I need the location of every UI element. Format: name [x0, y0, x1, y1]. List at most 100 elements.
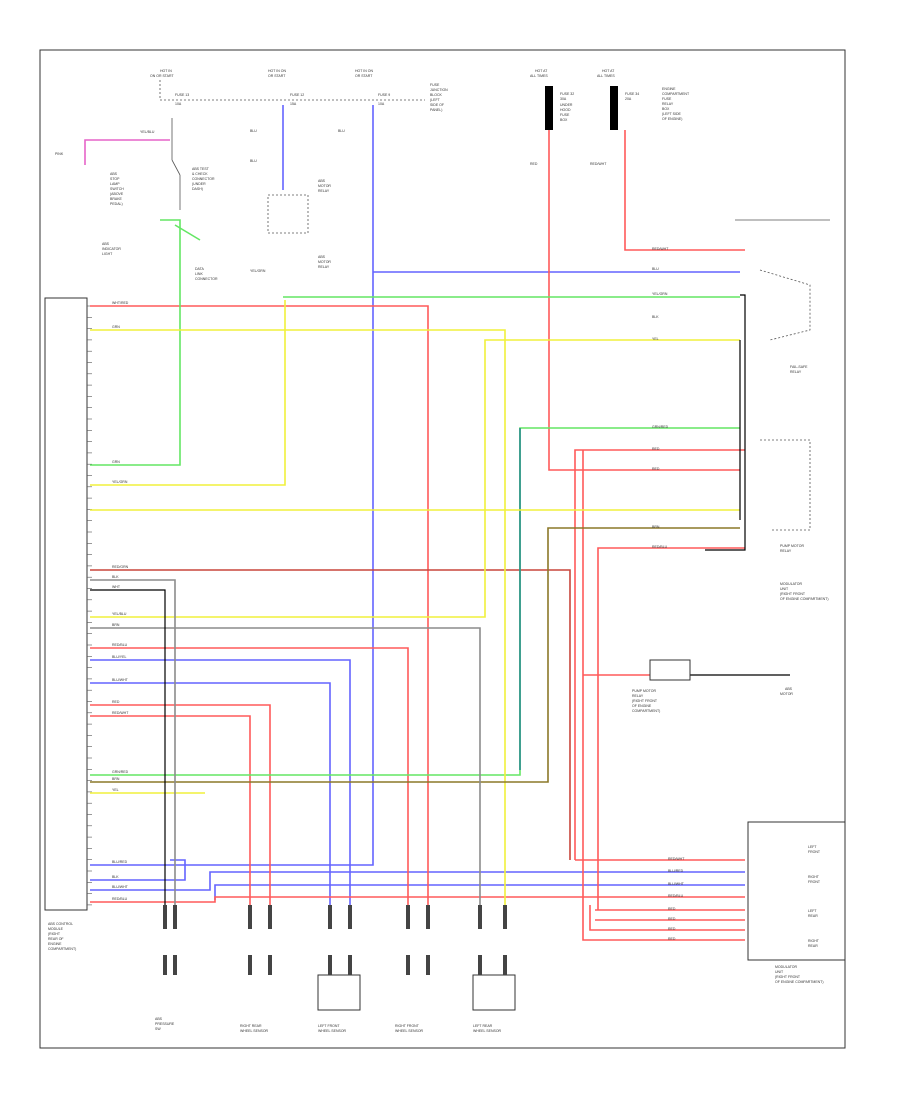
svg-text:BRAKE: BRAKE [110, 197, 123, 201]
svg-text:BLU: BLU [250, 129, 257, 133]
svg-text:PUMP MOTOR: PUMP MOTOR [632, 689, 656, 693]
svg-text:RIGHT: RIGHT [808, 875, 820, 879]
connector-mark [478, 955, 482, 975]
svg-text:PUMP MOTOR: PUMP MOTOR [780, 544, 804, 548]
sensor-connector-marks [163, 905, 507, 975]
svg-text:CONNECTOR: CONNECTOR [195, 277, 218, 281]
svg-text:(LEFT SIDE: (LEFT SIDE [662, 112, 681, 116]
svg-text:RED/BLU: RED/BLU [112, 897, 128, 901]
wire-gray-2 [90, 627, 481, 905]
svg-text:FAIL-SAFE: FAIL-SAFE [790, 365, 808, 369]
wire-red-top [90, 305, 429, 905]
connector-mark [248, 905, 252, 929]
wire-green-1 [90, 219, 181, 466]
svg-text:RELAY: RELAY [318, 265, 330, 269]
svg-text:(RIGHT FRONT: (RIGHT FRONT [632, 699, 658, 703]
wire-red-fuse4 [548, 130, 740, 471]
svg-text:ABS CONTROL: ABS CONTROL [48, 922, 73, 926]
sensor-label-left-rear: LEFT REAR WHEEL SENSOR [473, 1024, 502, 1033]
wire-red-right5 [589, 905, 745, 931]
svg-text:OR START: OR START [355, 74, 373, 78]
svg-text:RELAY: RELAY [632, 694, 644, 698]
svg-text:(LEFT: (LEFT [430, 98, 441, 102]
wire-black-right [705, 294, 746, 551]
svg-text:INDICATOR: INDICATOR [102, 247, 121, 251]
svg-text:RELAY: RELAY [780, 549, 792, 553]
connector-mark [478, 905, 482, 929]
svg-text:FRONT: FRONT [808, 880, 821, 884]
svg-text:10A: 10A [175, 102, 182, 106]
abs-motor-relay-note: ABS MOTOR RELAY ABS MOTOR RELAY [318, 179, 331, 269]
connector-mark [328, 955, 332, 975]
svg-text:YEL/GRN: YEL/GRN [652, 292, 668, 296]
svg-text:LINK: LINK [195, 272, 203, 276]
svg-text:RIGHT REAR: RIGHT REAR [240, 1024, 262, 1028]
svg-text:LEFT FRONT: LEFT FRONT [318, 1024, 340, 1028]
connector-mark [173, 905, 177, 929]
svg-text:RED: RED [652, 447, 660, 451]
fail-safe-relay-outline [760, 439, 811, 531]
svg-text:RED/BLU: RED/BLU [668, 894, 684, 898]
abs-motor-relay-outline [759, 269, 811, 341]
sensor-box-left-rear [472, 974, 516, 1011]
svg-text:OF ENGINE COMPARTMENT): OF ENGINE COMPARTMENT) [775, 980, 823, 984]
data-link-note: DATA LINK CONNECTOR [195, 267, 218, 281]
sensor-label-right-rear: RIGHT REAR WHEEL SENSOR [240, 1024, 269, 1033]
svg-text:COMPARTMENT: COMPARTMENT [662, 92, 690, 96]
svg-text:MOTOR: MOTOR [318, 184, 331, 188]
svg-text:LIGHT: LIGHT [102, 252, 113, 256]
wire-blue-mid2 [90, 682, 331, 905]
svg-text:WHEEL SENSOR: WHEEL SENSOR [395, 1029, 424, 1033]
connector-mark [426, 905, 430, 929]
svg-text:FUSE 13: FUSE 13 [175, 93, 189, 97]
svg-text:MODULE: MODULE [48, 927, 64, 931]
modulator-unit-bottom-label: MODULATOR UNIT (RIGHT FRONT OF ENGINE CO… [775, 965, 823, 984]
abs-indicator-note: ABS INDICATOR LIGHT [102, 242, 121, 256]
svg-text:LEFT: LEFT [808, 909, 817, 913]
fuse-block-5 [610, 86, 618, 130]
svg-text:WHEEL SENSOR: WHEEL SENSOR [318, 1029, 347, 1033]
svg-text:BRN: BRN [652, 525, 660, 529]
svg-text:RELAY: RELAY [318, 189, 330, 193]
wire-blue-mid [90, 659, 351, 905]
wire-green-3 [90, 427, 740, 776]
svg-text:YEL/BLU: YEL/BLU [140, 130, 155, 134]
wire-red-cu1 [90, 647, 409, 905]
svg-text:DASH): DASH) [192, 187, 203, 191]
svg-text:HOT IN: HOT IN [160, 69, 172, 73]
svg-text:(RIGHT: (RIGHT [48, 932, 61, 936]
wire-red-right2 [597, 547, 745, 910]
svg-text:20A: 20A [625, 97, 632, 101]
connector-mark [173, 955, 177, 975]
svg-text:UNIT: UNIT [780, 587, 789, 591]
pin-wire-labels: WHT/RED GRN GRN YEL/GRN RED/GRN BLK WHT … [112, 301, 129, 901]
module-pin-ticks [87, 305, 92, 906]
svg-text:REAR OF: REAR OF [48, 937, 64, 941]
svg-text:RED/WHT: RED/WHT [668, 857, 685, 861]
modulator-unit-outline [747, 821, 845, 961]
pump-motor-relay-label: PUMP MOTOR RELAY [780, 544, 804, 553]
svg-text:BRN: BRN [112, 623, 120, 627]
svg-text:HOT AT: HOT AT [535, 69, 548, 73]
svg-text:MOTOR: MOTOR [780, 692, 793, 696]
wire-darkred-1 [90, 569, 571, 860]
svg-text:SIDE OF: SIDE OF [430, 103, 444, 107]
svg-text:MOTOR: MOTOR [318, 260, 331, 264]
sensor-label-left-front: LEFT FRONT WHEEL SENSOR [318, 1024, 347, 1033]
fuse-label-3: HOT IN ON OR START FUSE 9 10A [355, 69, 390, 106]
svg-text:MODULATOR: MODULATOR [780, 582, 803, 586]
wire-yellow-3 [90, 339, 740, 618]
connector-mark [348, 905, 352, 929]
svg-text:GRN/RED: GRN/RED [112, 770, 129, 774]
connector-mark [406, 955, 410, 975]
svg-text:WHEEL SENSOR: WHEEL SENSOR [473, 1029, 502, 1033]
svg-text:OF ENGINE COMPARTMENT): OF ENGINE COMPARTMENT) [780, 597, 828, 601]
wire-gray-1 [90, 579, 176, 905]
solenoid-labels: LEFT FRONT RIGHT FRONT LEFT REAR RIGHT R… [808, 845, 821, 948]
modulator-unit-top-label: MODULATOR UNIT (RIGHT FRONT OF ENGINE CO… [780, 582, 828, 601]
svg-text:YEL: YEL [112, 788, 119, 792]
svg-text:GRN/RED: GRN/RED [652, 425, 669, 429]
svg-text:LEFT REAR: LEFT REAR [473, 1024, 493, 1028]
svg-text:OR START: OR START [268, 74, 286, 78]
svg-text:ABS: ABS [102, 242, 110, 246]
